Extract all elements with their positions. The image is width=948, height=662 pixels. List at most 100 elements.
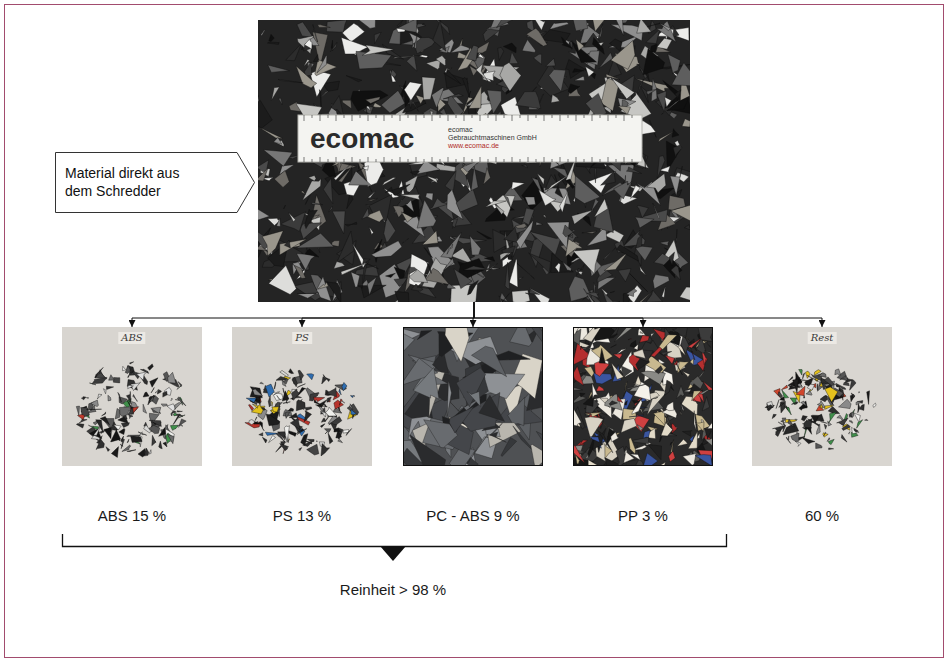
ruler-tick — [512, 115, 513, 121]
plastic-flake — [525, 289, 539, 295]
plastic-flake — [835, 384, 840, 387]
split-arrow — [474, 302, 643, 327]
plastic-flake — [155, 390, 159, 393]
plastic-flake — [624, 452, 635, 463]
plastic-flake — [149, 395, 154, 402]
plastic-flake — [258, 168, 268, 181]
ruler-tick — [304, 157, 305, 162]
plastic-flake — [662, 286, 666, 297]
ruler-tick — [432, 157, 433, 162]
plastic-flake — [546, 58, 556, 66]
plastic-flake — [825, 405, 833, 409]
sample-label: ABS 15 % — [98, 507, 166, 524]
plastic-flake — [297, 293, 319, 298]
plastic-flake — [843, 382, 849, 385]
plastic-flake — [685, 336, 690, 341]
plastic-flake — [443, 258, 454, 270]
plastic-flake — [400, 195, 420, 200]
ruler-tick — [504, 159, 505, 162]
plastic-flake — [441, 232, 462, 258]
plastic-flake — [272, 401, 273, 406]
plastic-flake — [573, 409, 581, 426]
ruler-tick — [560, 115, 561, 121]
ruler-tick — [552, 115, 553, 118]
plastic-flake — [175, 403, 182, 410]
plastic-flake — [615, 20, 624, 36]
plastic-flake — [118, 392, 122, 402]
plastic-flake — [688, 338, 701, 348]
plastic-flake — [573, 387, 583, 391]
plastic-flake — [487, 90, 501, 114]
plastic-flake — [332, 211, 345, 234]
plastic-flake — [278, 79, 303, 83]
ruler-tick — [368, 157, 369, 162]
plastic-flake — [819, 373, 827, 378]
plastic-flake — [849, 412, 854, 417]
plastic-flake — [305, 407, 312, 411]
plastic-flake — [786, 437, 790, 444]
plastic-flake — [291, 389, 299, 400]
ruler-tick — [488, 159, 489, 162]
plastic-flake — [477, 231, 492, 239]
ruler-tick — [360, 159, 361, 162]
plastic-flake — [426, 261, 432, 273]
plastic-flake — [347, 404, 359, 415]
plastic-flake — [262, 437, 267, 443]
plastic-flake — [130, 362, 134, 364]
plastic-flake — [395, 291, 414, 302]
plastic-shard — [447, 381, 451, 417]
ruler-tick — [408, 159, 409, 162]
plastic-flake — [587, 293, 599, 299]
ruler-tick — [592, 115, 593, 121]
ruler-tick — [312, 159, 313, 162]
plastic-flake — [419, 55, 429, 58]
plastic-flake — [539, 190, 556, 206]
plastic-flake — [522, 40, 535, 53]
plastic-flake — [820, 382, 823, 387]
plastic-flake — [350, 404, 353, 410]
plastic-flake — [127, 439, 129, 442]
plastic-flake — [576, 39, 584, 51]
plastic-flake — [163, 442, 167, 447]
plastic-flake — [704, 341, 711, 347]
ruler-tick — [440, 159, 441, 162]
plastic-flake — [78, 415, 85, 420]
plastic-flake — [626, 289, 637, 297]
plastic-flake — [303, 435, 306, 441]
plastic-flake — [258, 100, 272, 128]
plastic-flake — [694, 411, 696, 431]
plastic-flake — [664, 380, 671, 395]
plastic-shard — [525, 327, 543, 352]
plastic-flake — [307, 444, 319, 455]
plastic-flake — [115, 408, 120, 419]
plastic-flake — [352, 20, 376, 28]
plastic-flake — [585, 412, 602, 417]
plastic-flake — [575, 176, 600, 204]
ruler-tick — [616, 159, 617, 162]
plastic-flake — [527, 20, 534, 31]
plastic-flake — [351, 395, 356, 397]
ruler-tick — [384, 115, 385, 121]
plastic-flake — [467, 45, 478, 61]
plastic-flake — [159, 441, 163, 449]
plastic-flake — [288, 439, 289, 442]
plastic-flake — [168, 372, 176, 383]
plastic-flake — [604, 248, 616, 260]
plastic-flake — [428, 176, 438, 183]
plastic-flake — [573, 327, 581, 335]
plastic-flake — [111, 447, 118, 458]
plastic-flake — [149, 420, 161, 426]
ruler-tick — [320, 157, 321, 162]
ruler-tick — [600, 159, 601, 162]
ruler-tick — [600, 115, 601, 118]
plastic-shard — [508, 397, 525, 426]
plastic-flake — [371, 241, 402, 257]
ruler-tick — [448, 157, 449, 162]
plastic-flake — [137, 372, 149, 381]
plastic-flake — [676, 229, 677, 242]
plastic-flake — [452, 219, 457, 228]
plastic-flake — [414, 34, 417, 49]
ruler-tick — [592, 157, 593, 162]
plastic-flake — [304, 62, 312, 76]
